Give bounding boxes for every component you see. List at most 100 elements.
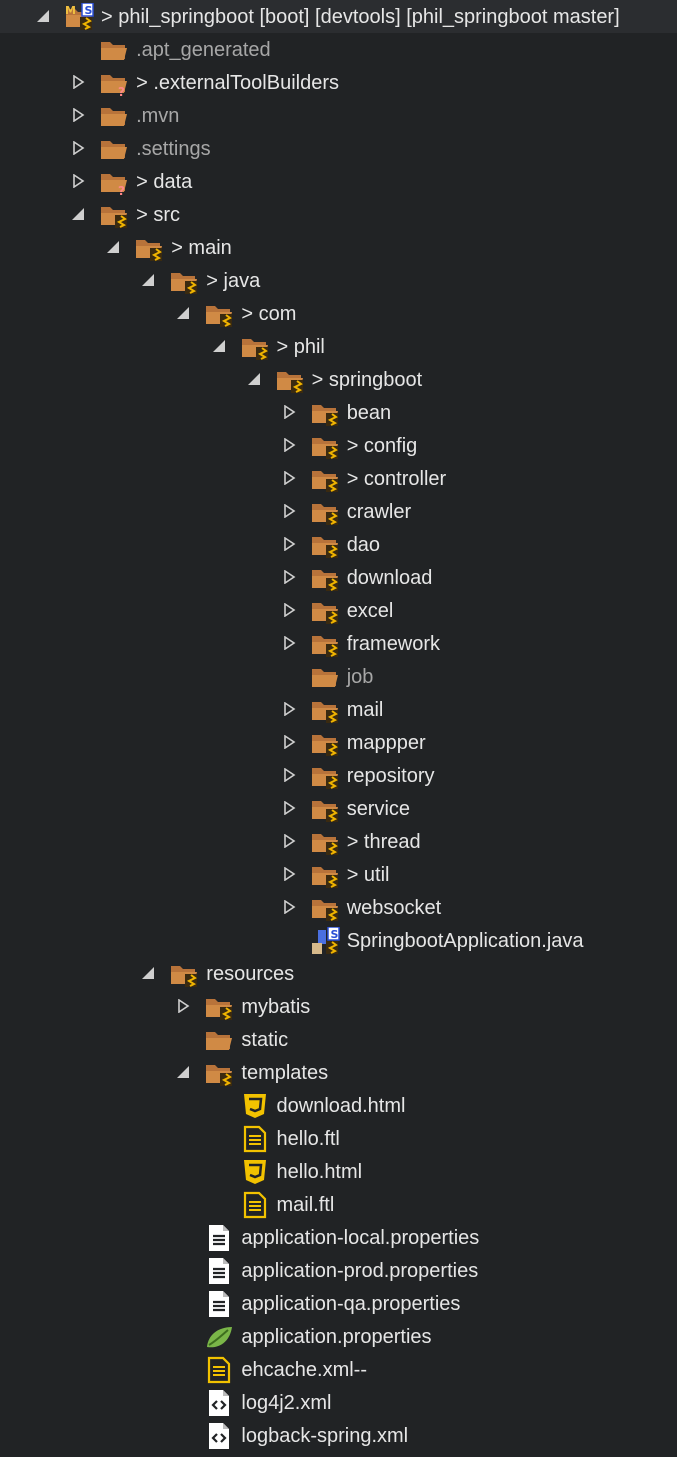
tree-item-framework[interactable]: framework [0,627,677,660]
java-file-icon: S [310,927,340,955]
collapsed-arrow-icon[interactable] [282,603,296,617]
tree-item-com[interactable]: > com [0,297,677,330]
tree-item-download[interactable]: download [0,561,677,594]
tree-item-bean[interactable]: bean [0,396,677,429]
collapsed-arrow-icon[interactable] [282,801,296,815]
folder-unknown-icon: ? [99,69,129,97]
folder-git-icon [310,696,340,724]
tree-item-crawler[interactable]: crawler [0,495,677,528]
tree-item-websocket[interactable]: websocket [0,891,677,924]
tree-item-application-properties[interactable]: application.properties [0,1320,677,1353]
collapsed-arrow-icon[interactable] [282,702,296,716]
tree-item-mappper[interactable]: mappper [0,726,677,759]
collapsed-arrow-icon[interactable] [71,174,85,188]
collapsed-arrow-icon[interactable] [282,570,296,584]
tree-item-logback-spring-xml[interactable]: logback-spring.xml [0,1419,677,1452]
tree-item-application-prod-properties[interactable]: application-prod.properties [0,1254,677,1287]
folder-git-icon [310,465,340,493]
collapsed-arrow-icon[interactable] [71,108,85,122]
tree-item-hello-html[interactable]: hello.html [0,1155,677,1188]
folder-git-icon [99,201,129,229]
collapsed-arrow-icon[interactable] [282,834,296,848]
tree-item-job[interactable]: job [0,660,677,693]
folder-git-icon [310,894,340,922]
collapsed-arrow-icon[interactable] [282,636,296,650]
collapsed-arrow-icon[interactable] [282,504,296,518]
tree-item-label: > util [346,864,390,886]
tree-item-mvn[interactable]: .mvn [0,99,677,132]
collapsed-arrow-icon[interactable] [282,867,296,881]
tree-item-label: > phil [276,336,325,358]
tree-item-templates[interactable]: templates [0,1056,677,1089]
tree-item-label: framework [346,633,441,655]
collapsed-arrow-icon[interactable] [282,537,296,551]
tree-item-label: > controller [346,468,447,490]
tree-item-src[interactable]: > src [0,198,677,231]
expanded-arrow-icon[interactable] [212,339,226,353]
collapsed-arrow-icon[interactable] [282,768,296,782]
tree-item-settings[interactable]: .settings [0,132,677,165]
folder-git-icon [310,795,340,823]
expanded-arrow-icon[interactable] [71,207,85,221]
tree-item-resources[interactable]: resources [0,957,677,990]
expanded-arrow-icon[interactable] [106,240,120,254]
tree-item-label: templates [241,1062,329,1084]
folder-icon [204,1026,234,1054]
folder-git-icon [275,366,305,394]
tree-item-application-qa-properties[interactable]: application-qa.properties [0,1287,677,1320]
tree-item-label: download [346,567,433,589]
tree-item-service[interactable]: service [0,792,677,825]
properties-file-icon [204,1257,234,1285]
collapsed-arrow-icon[interactable] [282,438,296,452]
collapsed-arrow-icon[interactable] [71,75,85,89]
ftl-file-icon [240,1125,270,1153]
tree-item-main[interactable]: > main [0,231,677,264]
tree-item-externaltoolbuilders[interactable]: ?> .externalToolBuilders [0,66,677,99]
tree-item-apt-generated[interactable]: .apt_generated [0,33,677,66]
tree-item-util[interactable]: > util [0,858,677,891]
tree-item-mail-ftl[interactable]: mail.ftl [0,1188,677,1221]
tree-item-dao[interactable]: dao [0,528,677,561]
tree-item-label: log4j2.xml [241,1392,332,1414]
tree-item-static[interactable]: static [0,1023,677,1056]
collapsed-arrow-icon[interactable] [71,141,85,155]
expanded-arrow-icon[interactable] [141,273,155,287]
tree-item-springboot[interactable]: > springboot [0,363,677,396]
tree-item-mybatis[interactable]: mybatis [0,990,677,1023]
collapsed-arrow-icon[interactable] [282,735,296,749]
tree-item-download-html[interactable]: download.html [0,1089,677,1122]
folder-git-icon [169,960,199,988]
collapsed-arrow-icon[interactable] [282,471,296,485]
tree-item-hello-ftl[interactable]: hello.ftl [0,1122,677,1155]
tree-item-label: application-local.properties [241,1227,480,1249]
expanded-arrow-icon[interactable] [176,1065,190,1079]
tree-item-java[interactable]: > java [0,264,677,297]
collapsed-arrow-icon[interactable] [176,999,190,1013]
tree-item-mail[interactable]: mail [0,693,677,726]
tree-item-log4j2-xml[interactable]: log4j2.xml [0,1386,677,1419]
tree-item-config[interactable]: > config [0,429,677,462]
expanded-arrow-icon[interactable] [247,372,261,386]
folder-git-icon [310,531,340,559]
tree-item-label: crawler [346,501,412,523]
text-file-yellow-icon [204,1356,234,1384]
collapsed-arrow-icon[interactable] [282,900,296,914]
tree-item-phil[interactable]: > phil [0,330,677,363]
folder-git-icon [310,729,340,757]
tree-item-label: > main [171,237,232,259]
expanded-arrow-icon[interactable] [176,306,190,320]
tree-item-repository[interactable]: repository [0,759,677,792]
folder-git-icon [310,399,340,427]
collapsed-arrow-icon[interactable] [282,405,296,419]
tree-item-thread[interactable]: > thread [0,825,677,858]
tree-item-excel[interactable]: excel [0,594,677,627]
tree-item-data[interactable]: ?> data [0,165,677,198]
tree-item-phil-springboot-boot-devtools-phil-springboot-master[interactable]: M S > phil_springboot [boot] [devtools] … [0,0,677,33]
tree-item-ehcache-xml[interactable]: ehcache.xml-- [0,1353,677,1386]
expanded-arrow-icon[interactable] [141,966,155,980]
tree-item-springbootapplication-java[interactable]: S SpringbootApplication.java [0,924,677,957]
tree-item-controller[interactable]: > controller [0,462,677,495]
tree-item-application-local-properties[interactable]: application-local.properties [0,1221,677,1254]
folder-icon [310,663,340,691]
expanded-arrow-icon[interactable] [36,9,50,23]
